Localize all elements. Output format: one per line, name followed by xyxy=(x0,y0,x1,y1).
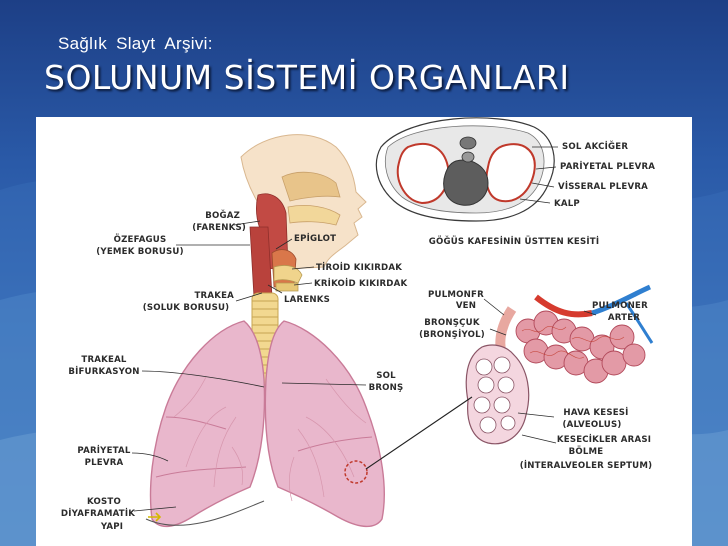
subtitle-word-3: Arşivi: xyxy=(164,34,212,53)
subtitle-word-2: Slayt xyxy=(116,34,155,53)
label-pulmonfr: PULMONFR xyxy=(428,290,484,300)
zoom-connector-line xyxy=(366,397,472,469)
label-sol-akciger: SOL AKCİĞER xyxy=(562,140,628,152)
right-lung-image xyxy=(265,321,384,526)
left-lung-image xyxy=(151,321,265,526)
label-trakeal: TRAKEAL xyxy=(81,355,127,365)
label-soluk-borusu: (SOLUK BORUSU) xyxy=(143,303,230,313)
label-ven: VEN xyxy=(456,301,476,311)
label-bolme: BÖLME xyxy=(569,446,604,457)
diagram-panel: BOĞAZ (FARENKS) EPİGLOT ÖZEFAGUS (YEMEK … xyxy=(36,117,692,546)
label-diyaframatik: DİYAFRAMATİK xyxy=(61,508,135,519)
label-bifurkasyon: BİFURKASYON xyxy=(68,366,139,377)
label-brons: BRONŞ xyxy=(369,383,404,393)
label-alveolus: (ALVEOLUS) xyxy=(563,420,622,430)
label-trakea: TRAKEA xyxy=(194,291,234,301)
label-pulmoner: PULMONER xyxy=(592,301,648,311)
label-kalp: KALP xyxy=(554,199,580,209)
label-kosto: KOSTO xyxy=(87,497,121,507)
label-arter: ARTER xyxy=(608,313,640,323)
respiratory-diagram: BOĞAZ (FARENKS) EPİGLOT ÖZEFAGUS (YEMEK … xyxy=(36,117,692,546)
label-hava-kesesi: HAVA KESESİ xyxy=(563,407,628,418)
slide-subtitle: Sağlık Slayt Arşivi: xyxy=(58,34,222,54)
label-sol: SOL xyxy=(376,371,396,381)
label-visseral-plevra: VİSSERAL PLEVRA xyxy=(558,181,648,192)
label-interalveoler: (İNTERALVEOLER SEPTUM) xyxy=(520,460,652,471)
label-gogus-kesiti: GÖĞÜS KAFESİNİN ÜSTTEN KESİTİ xyxy=(429,235,600,247)
label-yemek-borusu: (YEMEK BORUSU) xyxy=(96,247,183,257)
label-bronscuk: BRONŞÇUK xyxy=(424,318,480,328)
label-pariyetal-plevra: PARİYETAL PLEVRA xyxy=(560,161,655,172)
label-pariyetal: PARİYETAL xyxy=(77,445,131,456)
subtitle-word-1: Sağlık xyxy=(58,34,107,53)
label-kesecikler-arasi: KESECİKLER ARASI xyxy=(557,434,651,445)
label-bogaz: BOĞAZ xyxy=(205,209,240,221)
slide-title: SOLUNUM SİSTEMİ ORGANLARI xyxy=(44,58,570,97)
chest-cross-section xyxy=(376,118,554,221)
label-bronsiyol: (BRONŞİYOL) xyxy=(419,329,485,340)
label-tiroid: TİROİD KIKIRDAK xyxy=(316,262,402,273)
label-ozefagus: ÖZEFAGUS xyxy=(114,234,167,245)
label-larenks: LARENKS xyxy=(284,295,330,305)
label-krikoid: KRİKOİD KIKIRDAK xyxy=(314,278,407,289)
label-epiglot: EPİGLOT xyxy=(294,233,336,244)
label-farenks: (FARENKS) xyxy=(192,223,246,233)
label-yapi: YAPI xyxy=(100,522,123,532)
label-plevra: PLEVRA xyxy=(85,458,124,468)
